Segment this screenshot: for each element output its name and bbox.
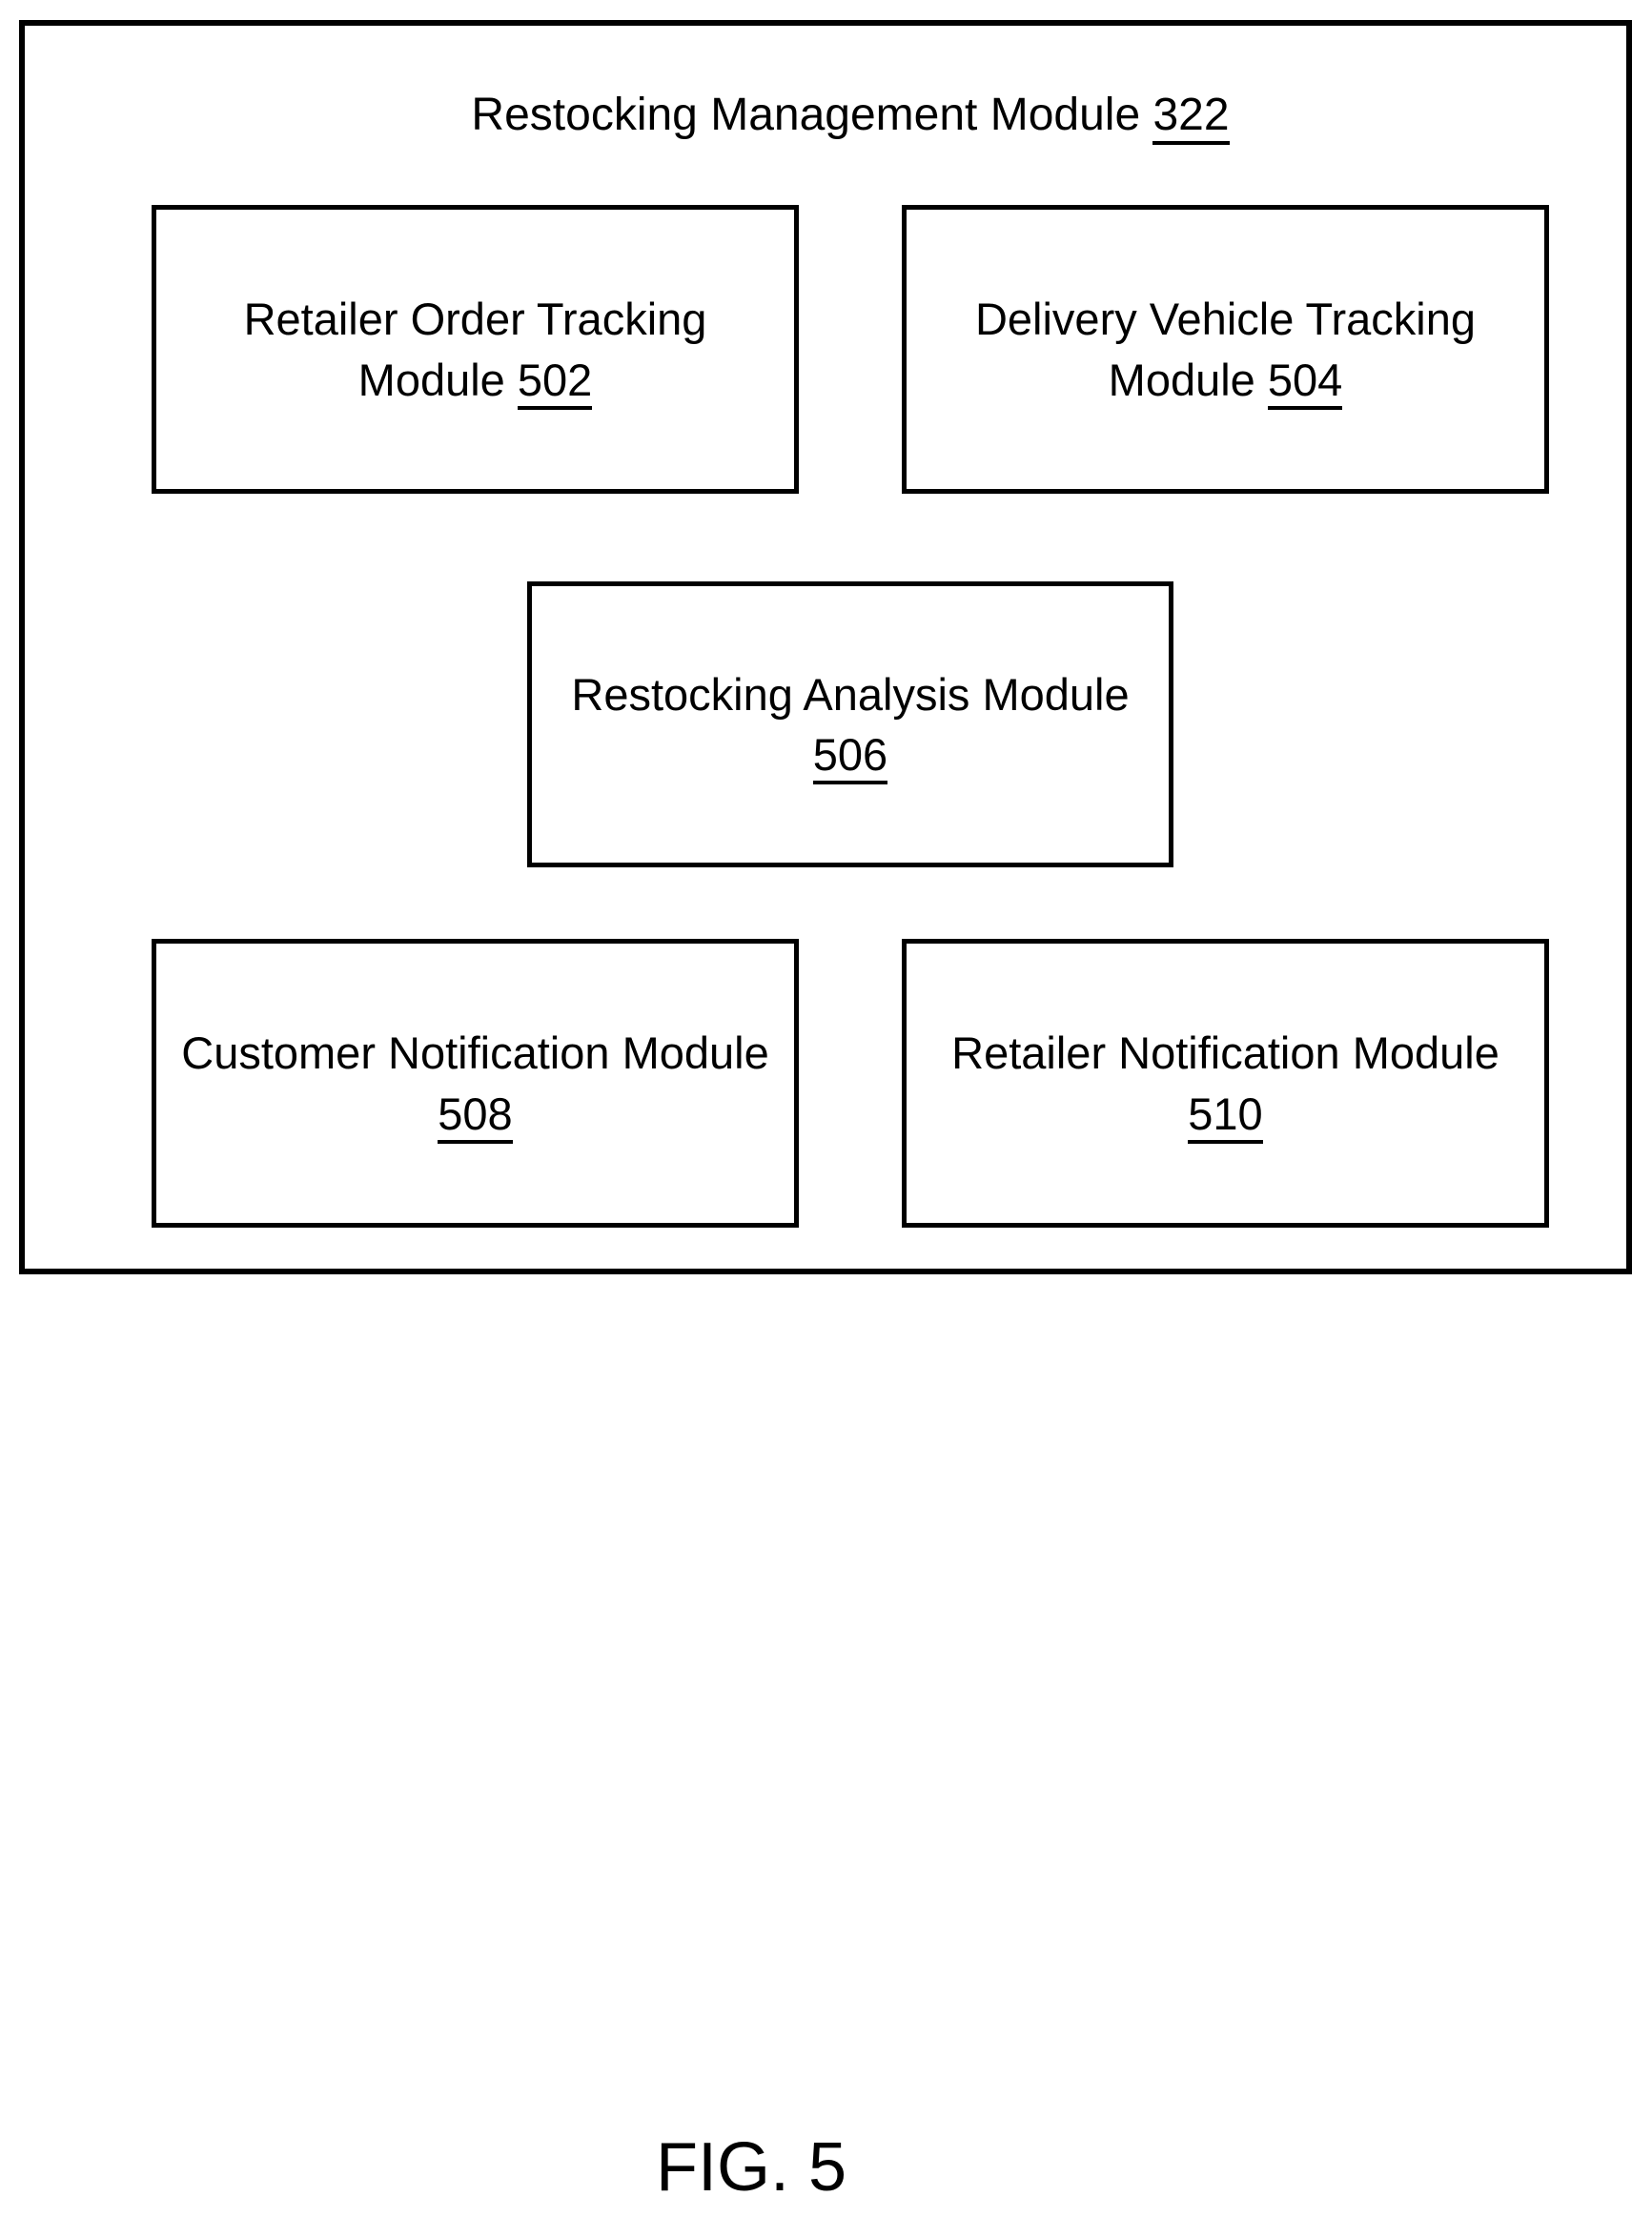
module-ref: 502 [517, 354, 593, 410]
module-name-text: Retailer Notification Module [951, 1027, 1499, 1079]
module-label: Customer Notification Module 508 [181, 1023, 769, 1144]
diagram-title: Restocking Management Module 322 [44, 90, 1652, 145]
module-name-text: Retailer Order Tracking [243, 294, 707, 345]
module-box-restocking-analysis: Restocking Analysis Module 506 [527, 581, 1173, 867]
figure-label: FIG. 5 [655, 2129, 847, 2206]
module-ref: 506 [812, 729, 888, 784]
module-box-customer-notification: Customer Notification Module 508 [152, 939, 799, 1228]
module-name-text: Delivery Vehicle Tracking [974, 294, 1477, 345]
module-name-text: Customer Notification Module [181, 1027, 769, 1079]
module-label: Restocking Analysis Module 506 [571, 664, 1130, 785]
restocking-management-module-box: Restocking Management Module 322 Retaile… [19, 20, 1632, 1274]
module-name-text: Restocking Analysis Module [571, 668, 1130, 720]
module-label: Retailer Notification Module 510 [951, 1023, 1499, 1144]
module-ref: 510 [1188, 1088, 1263, 1144]
module-line2-text: Module [1108, 354, 1268, 405]
module-ref: 508 [438, 1088, 513, 1144]
module-ref: 504 [1267, 354, 1343, 410]
module-box-retailer-notification: Retailer Notification Module 510 [902, 939, 1549, 1228]
diagram-title-ref: 322 [1152, 90, 1230, 145]
diagram-title-text: Restocking Management Module [471, 90, 1153, 140]
module-line2-text: Module [357, 354, 518, 405]
